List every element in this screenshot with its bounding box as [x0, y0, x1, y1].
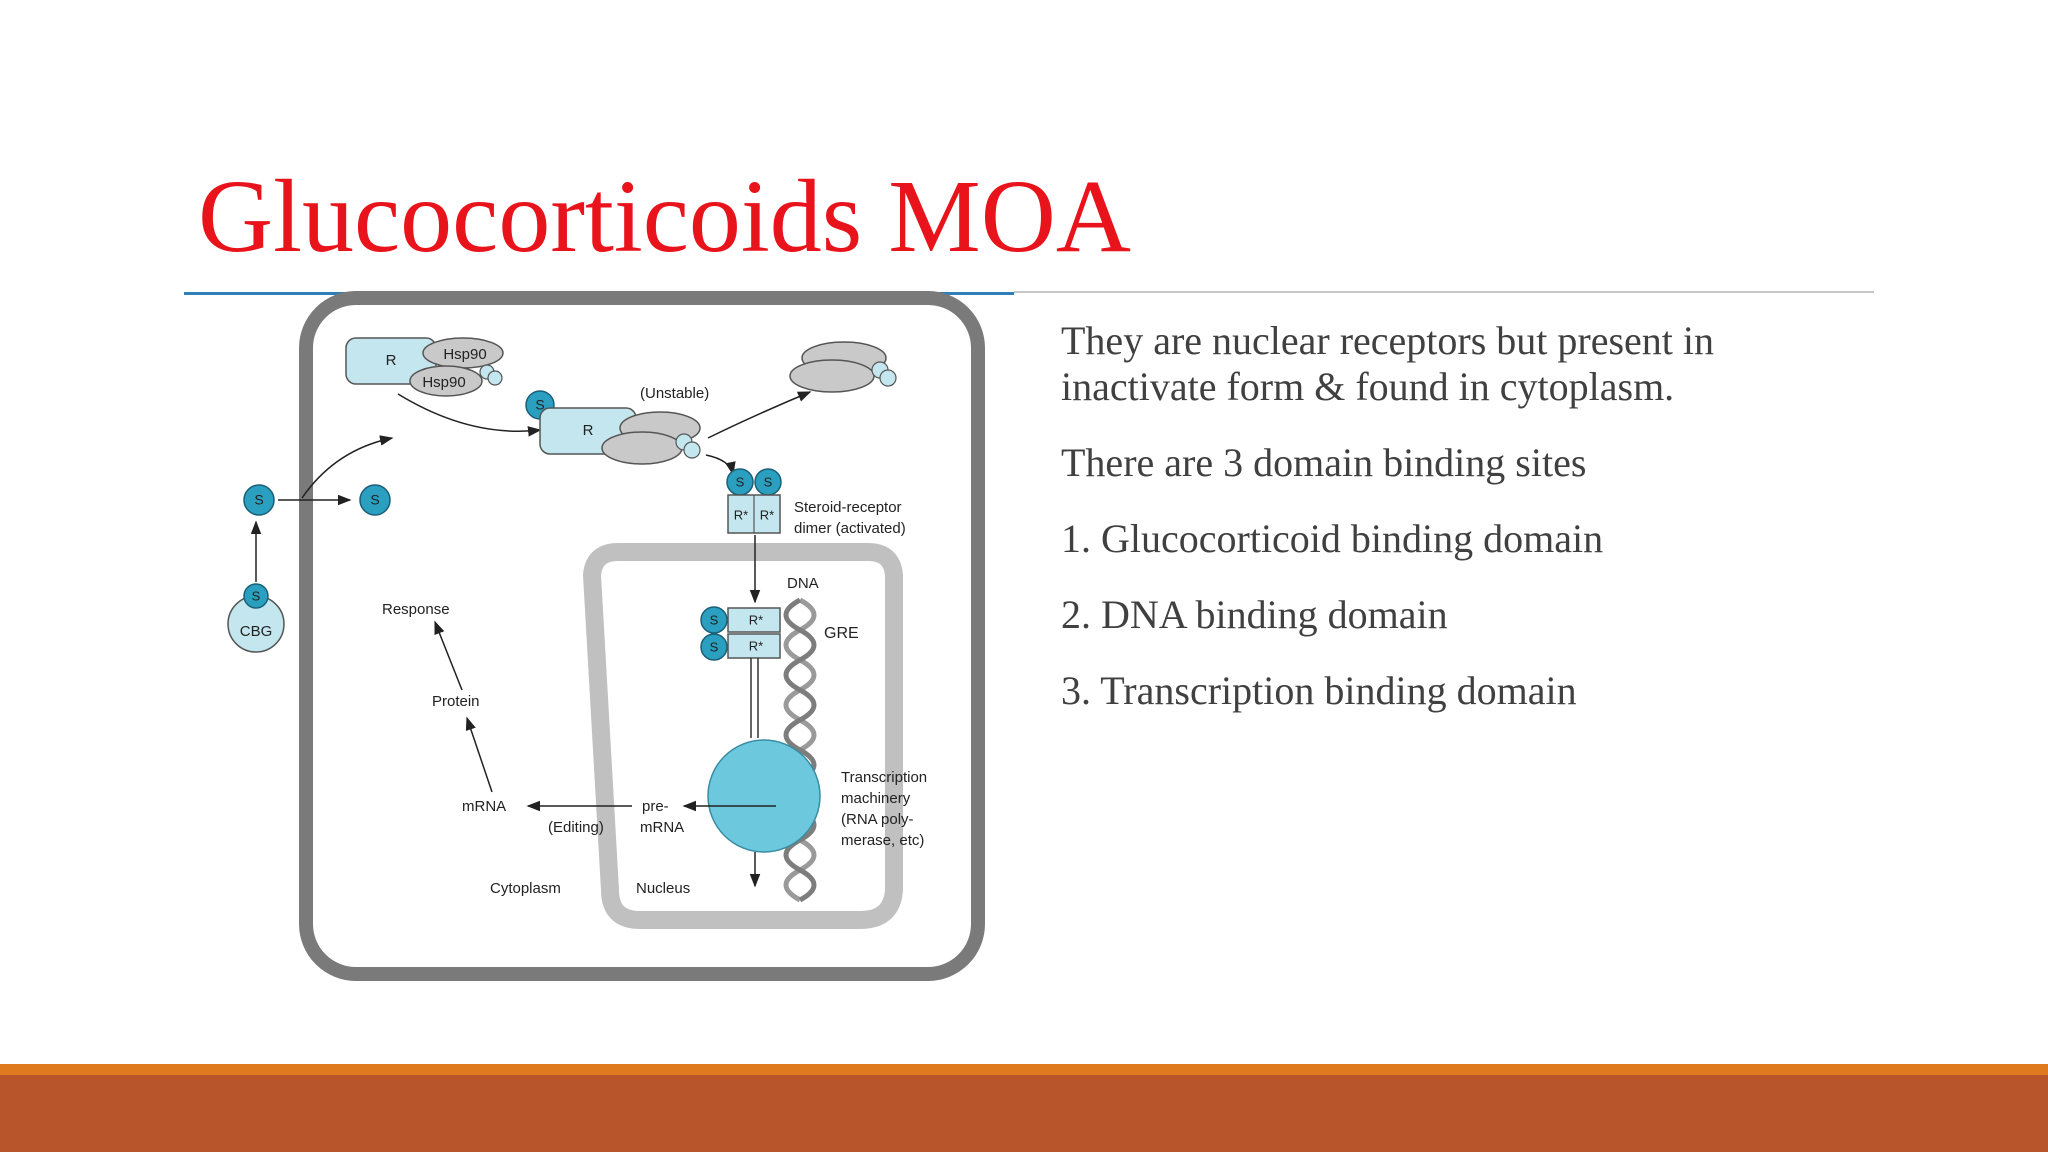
hsp90-unstable-small-b: [683, 441, 701, 459]
slide-title: Glucocorticoids MOA: [198, 159, 1131, 274]
paragraph-intro: They are nuclear receptors but present i…: [1061, 318, 1715, 409]
list-item-3: 3. Transcription binding domain: [1061, 668, 1577, 713]
dna-label: DNA: [787, 575, 819, 592]
steroid-free: [243, 484, 275, 516]
paragraph-domains: There are 3 domain binding sites: [1061, 440, 1587, 485]
mrna-label: mRNA: [462, 798, 506, 815]
nucleus-label: Nucleus: [636, 880, 690, 897]
steroid-label-dimer-a: S: [736, 474, 745, 489]
steroid-label-unstable: S: [535, 397, 544, 413]
moa-diagram: R Hsp90 Hsp90 S R (Unstable) S S R* R* S…: [227, 291, 985, 981]
hsp90-small-b: [487, 370, 503, 386]
hsp90-bottom: [409, 365, 483, 397]
receptor-label-unstable: R: [583, 422, 594, 439]
steroid-label-bound-b: S: [710, 639, 719, 654]
dimer-label-line2: dimer (activated): [794, 520, 906, 537]
bound-box-a: [727, 607, 781, 633]
r-star-dimer-a: R*: [734, 507, 748, 522]
tm-label-4: merase, etc): [841, 832, 924, 849]
cytoplasm-label: Cytoplasm: [490, 880, 561, 897]
list-item-1: 1. Glucocorticoid binding domain: [1061, 516, 1604, 561]
steroid-label-cbg: S: [252, 588, 261, 603]
arrow-protein-to-response: [434, 620, 463, 691]
hsp90-unstable-bottom: [601, 431, 683, 465]
dna-strand-b: [783, 597, 817, 903]
arrow-release-hsp90: [707, 391, 812, 439]
r-star-bound-a: R*: [749, 612, 763, 627]
footer-bar: [0, 1075, 2048, 1152]
pre-label: pre-: [642, 798, 669, 815]
arrow-mrna-to-protein: [465, 716, 493, 793]
r-star-dimer-b: R*: [760, 507, 774, 522]
hsp90-label-bottom: Hsp90: [422, 374, 465, 391]
hsp90-released-small-b: [879, 369, 897, 387]
steroid-label-inside: S: [370, 492, 379, 508]
tm-label-3: (RNA poly-: [841, 811, 914, 828]
hsp90-released-bottom: [789, 359, 875, 393]
hsp90-label-top: Hsp90: [443, 346, 486, 363]
title-underline: [1014, 291, 1874, 293]
tm-label-1: Transcription: [841, 769, 927, 786]
nucleus-membrane: [582, 543, 903, 929]
bound-box-b: [727, 633, 781, 659]
steroid-inside: [359, 484, 391, 516]
steroid-on-cbg: [243, 583, 269, 609]
pre-mrna-label: mRNA: [640, 819, 684, 836]
arrow-steroid-to-unstable: [301, 435, 394, 499]
dimer-label-line1: Steroid-receptor: [794, 499, 902, 516]
cbg-label: CBG: [240, 623, 273, 640]
steroid-label-dimer-b: S: [764, 474, 773, 489]
editing-label: (Editing): [548, 819, 604, 836]
arrow-complex-to-unstable: [397, 393, 542, 437]
tm-label-2: machinery: [841, 790, 911, 807]
receptor-label: R: [386, 352, 397, 369]
gre-label: GRE: [824, 625, 859, 642]
r-star-bound-b: R*: [749, 638, 763, 653]
response-label: Response: [382, 601, 450, 618]
transcription-machinery: [707, 739, 821, 853]
list-item-2: 2. DNA binding domain: [1061, 592, 1448, 637]
body-text: They are nuclear receptors but present i…: [1061, 318, 1861, 744]
protein-label: Protein: [432, 693, 480, 710]
steroid-label-bound-a: S: [710, 612, 719, 627]
footer-accent-bar: [0, 1064, 2048, 1075]
unstable-label: (Unstable): [640, 385, 709, 402]
steroid-bound-a: [700, 606, 728, 634]
steroid-bound-b: [700, 633, 728, 661]
steroid-label-free: S: [254, 492, 263, 508]
